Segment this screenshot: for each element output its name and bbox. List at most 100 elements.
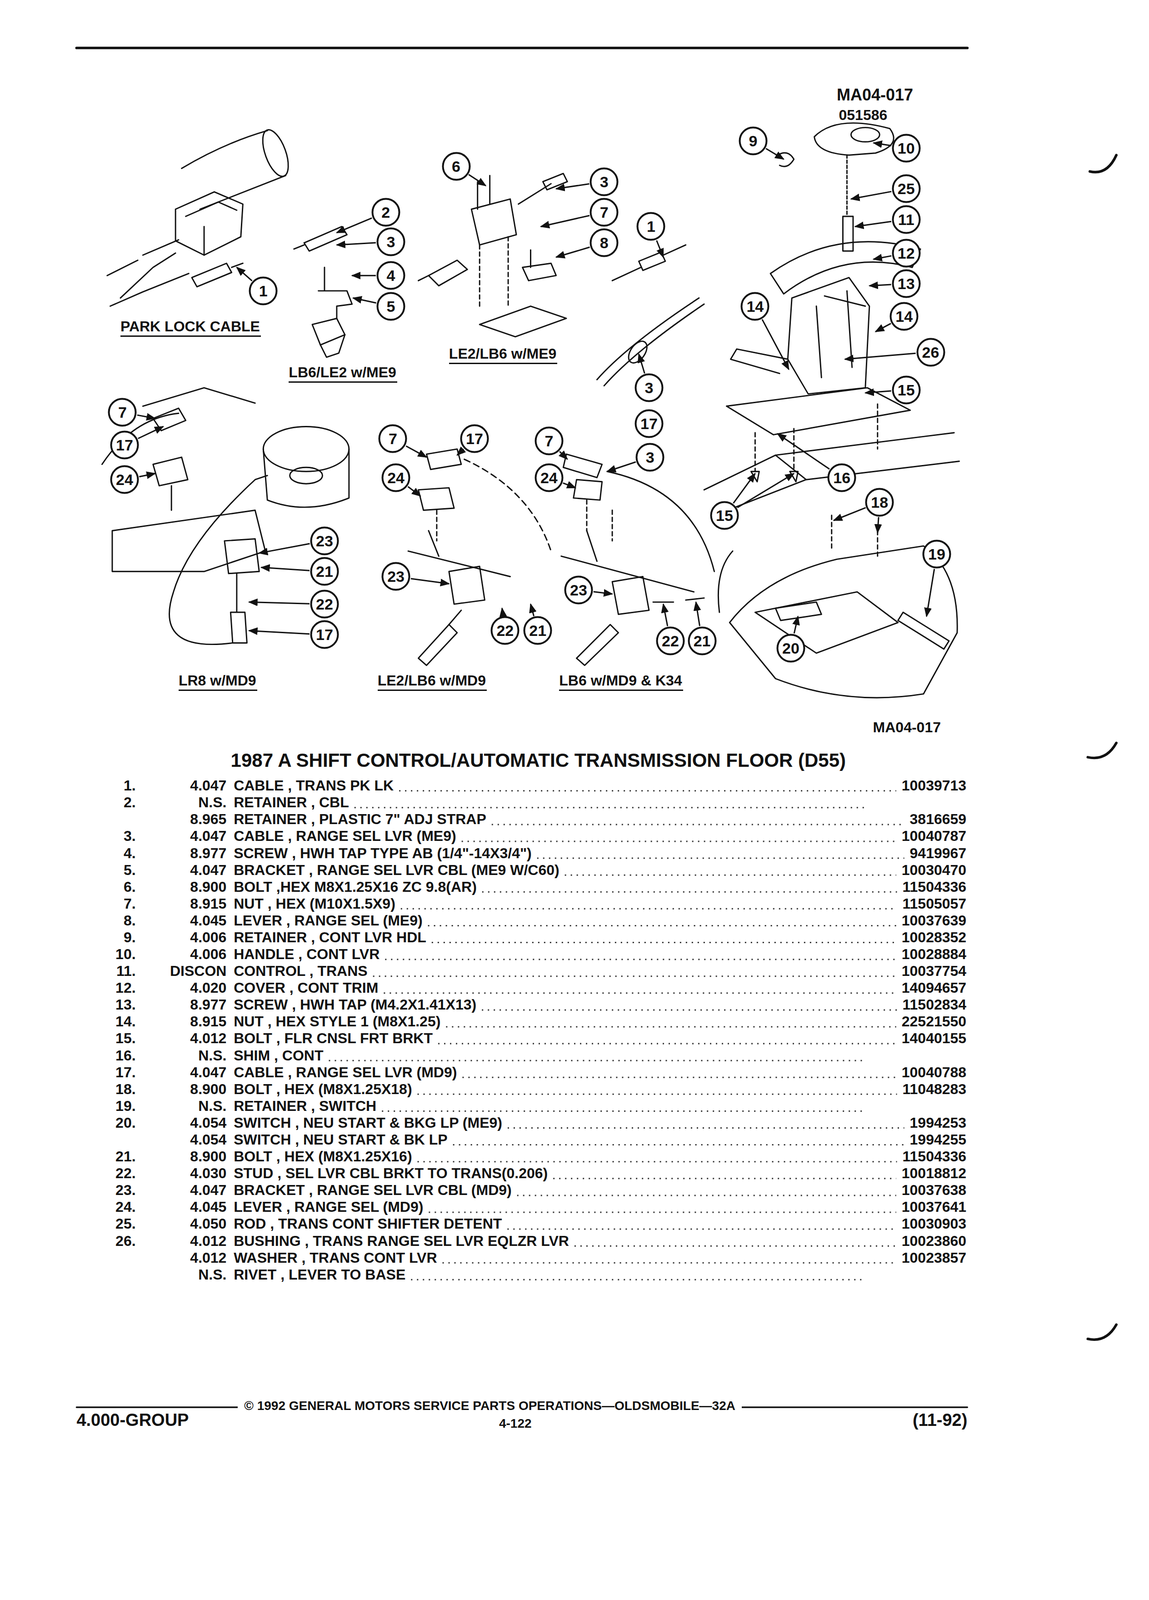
item-number: 3. [123, 828, 136, 845]
group-number: 4.047 [189, 1182, 227, 1199]
callout-circle: 14 [889, 301, 919, 331]
part-number: 10030903 [901, 1215, 967, 1232]
part-description: NUT , HEX (M10X1.5X9) [233, 895, 396, 912]
part-number: 10037638 [901, 1182, 967, 1199]
copyright-notice: © 1992 GENERAL MOTORS SERVICE PARTS OPER… [237, 1398, 742, 1414]
callout-circle: 22 [490, 615, 520, 645]
leader-arrow [656, 240, 664, 258]
callout-circle: 17 [459, 424, 490, 454]
callout-circle: 3 [634, 373, 664, 403]
part-number: 3816659 [909, 811, 967, 828]
dot-leader [381, 1110, 865, 1112]
callout-number: 21 [523, 615, 553, 645]
leader-arrow [663, 604, 668, 626]
group-number: 4.012 [189, 1249, 227, 1266]
callout-number: 7 [107, 397, 137, 427]
part-description: SCREW , HWH TAP TYPE AB (1/4"-14X3/4") [233, 845, 532, 862]
group-number: 8.915 [189, 895, 227, 912]
callout-circle: 17 [309, 619, 340, 650]
callout-circle: 16 [827, 463, 857, 493]
callout-number: 23 [309, 526, 340, 556]
part-description: WASHER , TRANS CONT LVR [233, 1249, 437, 1266]
callout-number: 7 [534, 426, 564, 456]
leader-arrow [765, 148, 784, 160]
callout-number: 3 [635, 442, 665, 472]
figure-code: MA04-017 [836, 85, 914, 105]
item-number: 4. [123, 845, 136, 862]
group-number: 4.045 [189, 912, 227, 929]
callout-number: 16 [827, 463, 857, 493]
callout-circle: 17 [634, 409, 664, 439]
leader-arrow [261, 567, 310, 571]
part-number: 10028352 [901, 929, 967, 946]
item-number: 24. [115, 1198, 136, 1215]
callout-number: 12 [891, 238, 921, 268]
callout-number: 15 [709, 500, 740, 530]
dot-leader [574, 1245, 897, 1247]
part-description: BUSHING , TRANS RANGE SEL LVR EQLZR LVR [233, 1233, 570, 1249]
leader-arrow [559, 451, 568, 460]
dot-leader [328, 1059, 865, 1062]
group-number: 8.900 [189, 879, 227, 895]
group-number: 4.045 [189, 1198, 227, 1215]
callout-number: 3 [376, 227, 406, 257]
dot-leader [517, 1194, 897, 1196]
group-number: 4.047 [189, 828, 227, 845]
leader-arrow [926, 569, 935, 617]
callout-circle: 3 [589, 167, 619, 197]
leader-arrow [139, 473, 155, 477]
callout-number: 15 [891, 375, 921, 405]
group-number: 4.047 [189, 777, 227, 794]
group-number: N.S. [198, 1266, 227, 1283]
part-number: 10040788 [901, 1064, 967, 1081]
view-label: LB6/LE2 w/ME9 [288, 364, 398, 383]
item-number: 6. [123, 879, 136, 895]
item-number: 13. [115, 996, 136, 1013]
callout-number: 7 [589, 197, 619, 227]
leader-arrow [777, 433, 830, 470]
leader-arrow [352, 274, 376, 277]
group-number: 4.012 [189, 1233, 227, 1249]
callout-number: 25 [891, 174, 921, 204]
group-number: 4.030 [189, 1165, 227, 1182]
leader-arrow [833, 507, 866, 521]
part-number: 10037639 [901, 912, 967, 929]
part-description: LEVER , RANGE SEL (MD9) [233, 1198, 424, 1215]
callout-circle: 12 [891, 238, 921, 268]
callout-circle: 2 [371, 197, 401, 227]
group-number: DISCON [169, 963, 227, 980]
dot-leader [445, 1025, 896, 1028]
callout-number: 18 [864, 487, 895, 517]
leader-arrow [875, 323, 891, 332]
callout-number: 23 [564, 575, 594, 605]
callout-circle: 9 [738, 126, 768, 156]
part-number: 10039713 [901, 777, 967, 794]
callout-number: 17 [109, 430, 140, 460]
callout-circle: 7 [534, 426, 564, 456]
part-number: 10023857 [901, 1249, 967, 1266]
view-label: LR8 w/MD9 [178, 672, 258, 691]
callout-number: 3 [589, 167, 619, 197]
callout-number: 26 [916, 337, 946, 367]
group-number: 4.047 [189, 1064, 227, 1081]
callout-circle: 3 [376, 227, 406, 257]
leader-arrow [540, 215, 590, 227]
leader-arrow [137, 414, 155, 419]
part-number: 10030470 [901, 862, 967, 879]
dot-leader [564, 874, 897, 876]
dot-leader [481, 1009, 897, 1011]
item-number: 9. [123, 929, 136, 946]
callout-circle: 14 [740, 291, 770, 321]
part-number: 14094657 [901, 979, 967, 996]
item-number: 2. [123, 794, 136, 811]
item-number: 5. [123, 862, 136, 879]
callout-number: 1 [636, 211, 666, 241]
part-number: 10023860 [901, 1233, 967, 1249]
callout-circle: 7 [589, 197, 619, 227]
part-description: SCREW , HWH TAP (M4.2X1.41X13) [233, 996, 477, 1013]
dot-leader [537, 857, 905, 860]
callout-circle: 5 [376, 291, 406, 321]
callout-number: 1 [248, 276, 278, 306]
part-description: STUD , SEL LVR CBL BRKT TO TRANS(0.206) [233, 1165, 548, 1182]
